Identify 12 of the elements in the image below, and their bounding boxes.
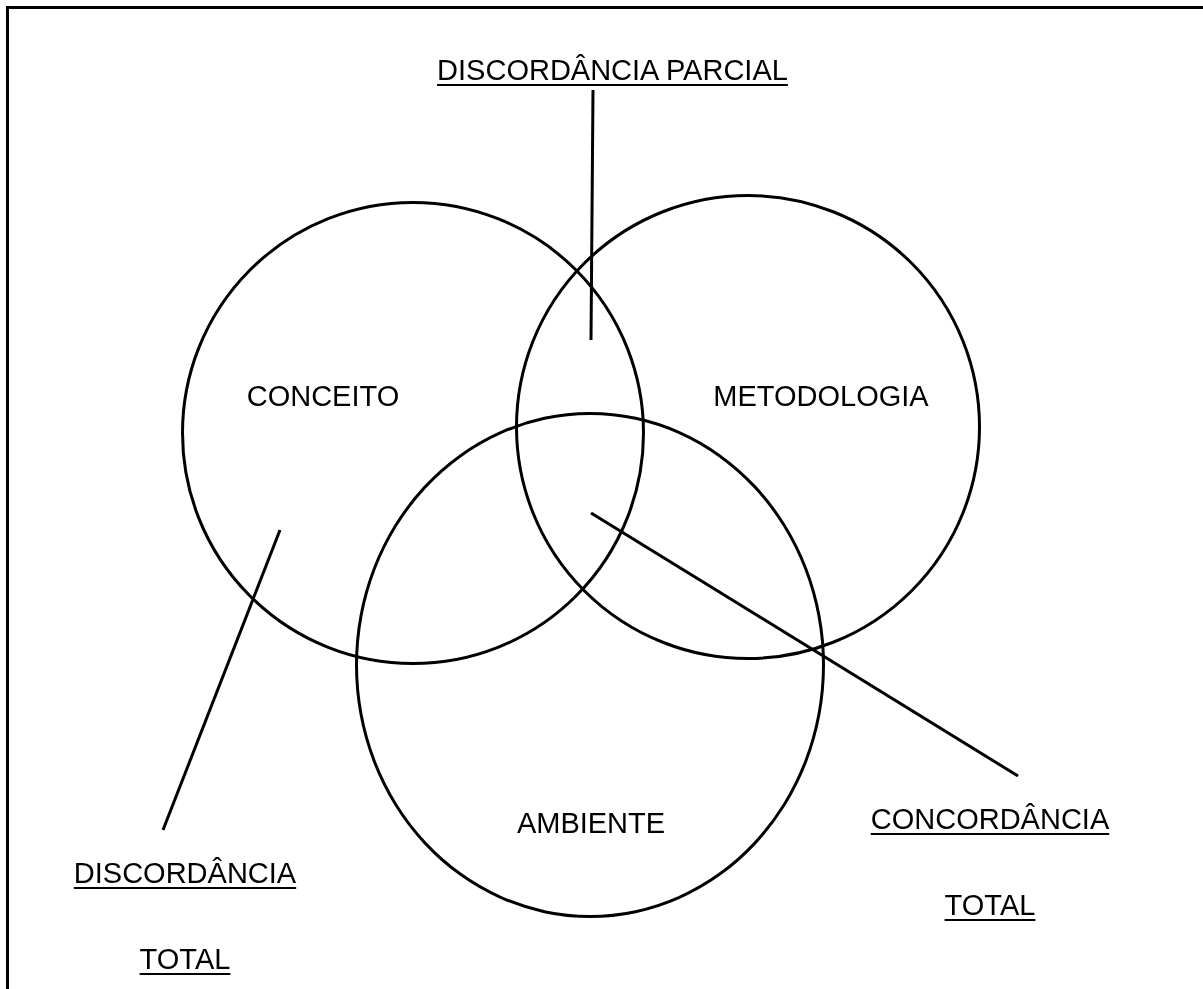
leader-line <box>589 90 595 340</box>
set-label: CONCEITO <box>246 379 400 413</box>
callout-label: CONCORDÂNCIA TOTAL <box>830 776 1150 948</box>
callout-label: DISCORDÂNCIA PARCIAL <box>390 50 835 90</box>
venn-circle <box>355 412 825 918</box>
venn-circle <box>181 201 645 665</box>
set-label: AMBIENTE <box>516 806 666 840</box>
leader-line <box>161 529 282 831</box>
callout-label: DISCORDÂNCIA TOTAL <box>35 830 335 989</box>
venn-circle <box>515 194 981 660</box>
set-label: METODOLOGIA <box>713 379 929 413</box>
leader-line <box>590 511 1019 778</box>
